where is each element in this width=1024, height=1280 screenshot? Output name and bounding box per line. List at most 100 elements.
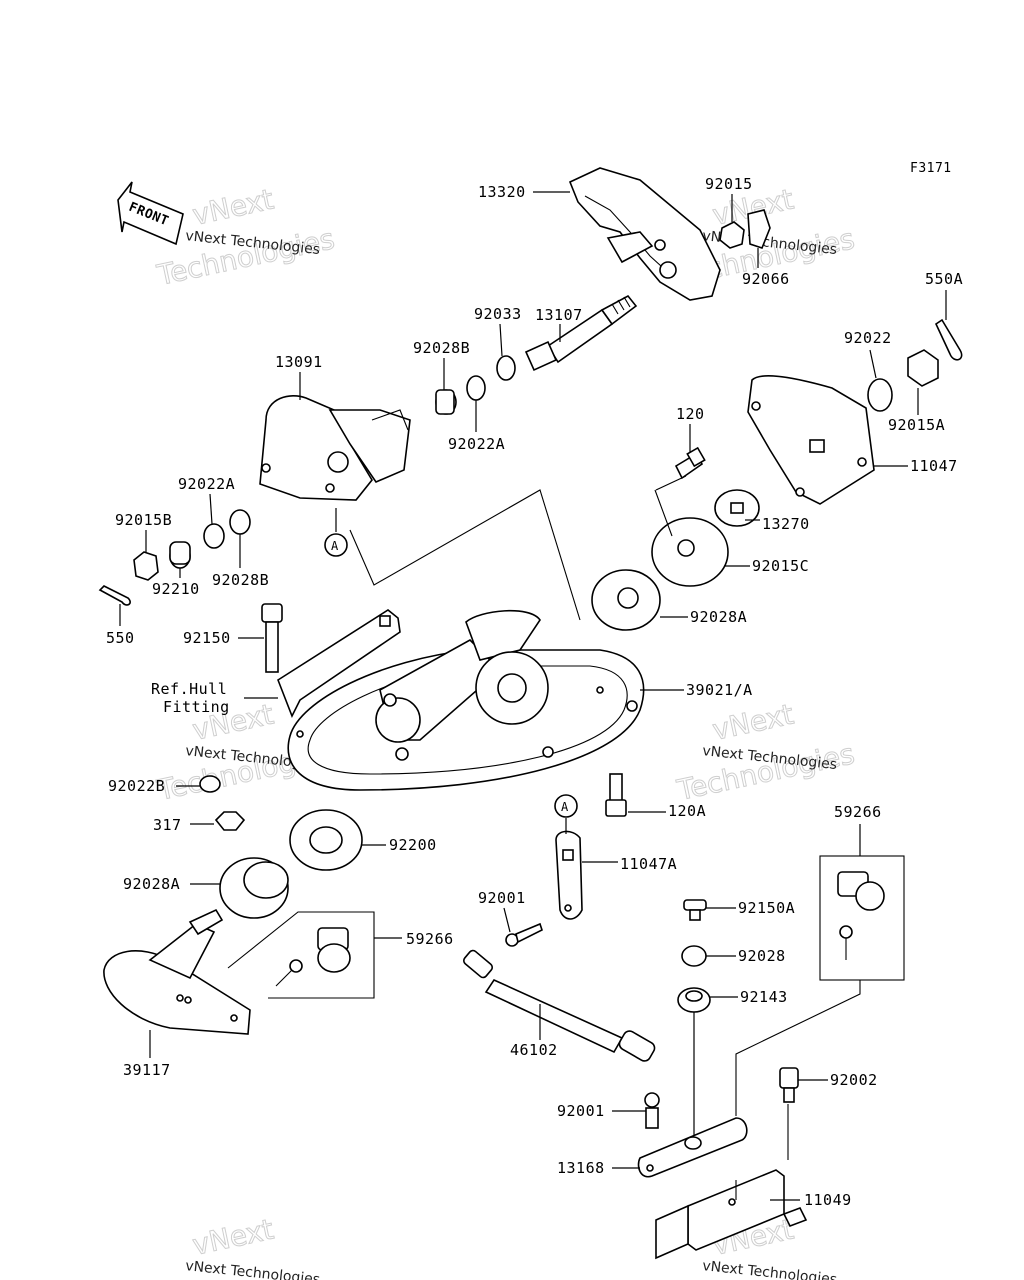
- plate-11047A: [555, 830, 583, 920]
- ball-joint-59266: [837, 871, 885, 960]
- ball-joint-59266: [275, 927, 351, 987]
- part-label: 92022: [844, 329, 892, 347]
- hull-fitting-bracket: [277, 609, 401, 718]
- bracket-59266-box: [819, 855, 905, 981]
- bolt-92150: [261, 603, 283, 673]
- handle-cover-13320: [568, 167, 721, 301]
- watermark-brand: vNext: [190, 1213, 277, 1262]
- bolt-120A: [605, 773, 627, 817]
- part-label: 59266: [406, 930, 454, 948]
- part-label: 92150A: [738, 899, 795, 917]
- part-label: 13270: [762, 515, 810, 533]
- part-label: 11047: [910, 457, 958, 475]
- part-label: 92066: [742, 270, 790, 288]
- part-label: 92015: [705, 175, 753, 193]
- nut-92015A: [907, 349, 939, 387]
- bushing-92028A: [591, 569, 661, 631]
- bracket-59266: [227, 911, 375, 999]
- callout-a-circle: [324, 533, 348, 557]
- part-label: 13320: [478, 183, 526, 201]
- part-label: 92022A: [178, 475, 235, 493]
- bolt-92002: [779, 1067, 799, 1103]
- steering-arm-11047: [747, 375, 875, 505]
- part-label: 92015C: [752, 557, 809, 575]
- part-label: 92015A: [888, 416, 945, 434]
- part-label: 59266: [834, 803, 882, 821]
- cotter-pin-550: [98, 585, 131, 606]
- spacer-92143: [677, 987, 711, 1013]
- callout-a: A: [561, 800, 569, 814]
- part-label: 92028B: [212, 571, 269, 589]
- bracket-11049: [655, 1169, 808, 1260]
- washer-92022: [867, 378, 893, 412]
- part-label: 92200: [389, 836, 437, 854]
- ref-label: Ref.Hull: [151, 680, 227, 698]
- bolt-120: [674, 446, 706, 480]
- steering-housing-13091: [259, 395, 411, 501]
- watermark-small: vNext Technologies: [185, 1258, 321, 1280]
- damper-92015C: [651, 517, 729, 587]
- part-label: 92015B: [115, 511, 172, 529]
- hull-fitting-39021A: [287, 609, 645, 791]
- ball-stud-92001: [505, 922, 543, 947]
- plate-13270: [714, 489, 760, 527]
- watermark-brand: vNext: [710, 698, 797, 747]
- part-label: 11049: [804, 1191, 852, 1209]
- bolt-92150A: [683, 899, 707, 921]
- part-label: 92001: [557, 1102, 605, 1120]
- cotter-pin-550A: [934, 318, 963, 361]
- part-label: 92028B: [413, 339, 470, 357]
- washer-92022A: [466, 375, 486, 401]
- callout-a: A: [331, 539, 339, 553]
- bracket-tab: [379, 615, 391, 627]
- steering-rod-46102: [462, 949, 656, 1062]
- part-label: 92028: [738, 947, 786, 965]
- part-label: 92143: [740, 988, 788, 1006]
- part-label: 92033: [474, 305, 522, 323]
- part-label: 120: [676, 405, 705, 423]
- part-label: 92028A: [123, 875, 180, 893]
- part-label: 92001: [478, 889, 526, 907]
- front-arrow-icon: FRONT: [117, 181, 184, 246]
- part-label: 120A: [668, 802, 706, 820]
- part-label: 92028A: [690, 608, 747, 626]
- part-label: 317: [153, 816, 182, 834]
- bushing-92028A: [219, 857, 289, 919]
- part-label: 39117: [123, 1061, 171, 1079]
- washer-92022B: [199, 775, 221, 793]
- part-label: 13091: [275, 353, 323, 371]
- bushing-92028B: [435, 389, 457, 415]
- lever-13168: [637, 1117, 748, 1178]
- part-label: 92002: [830, 1071, 878, 1089]
- part-label: 11047A: [620, 855, 677, 873]
- figure-code: F3171: [910, 161, 952, 176]
- part-label: 92210: [152, 580, 200, 598]
- washer-92022A: [203, 523, 225, 549]
- part-label: 13168: [557, 1159, 605, 1177]
- steering-arm-39117: [103, 908, 251, 1035]
- part-label: 92150: [183, 629, 231, 647]
- nut-92015B: [133, 551, 159, 581]
- circlip-92033: [496, 355, 516, 381]
- steering-shaft-13107: [524, 294, 638, 372]
- part-label: 550: [106, 629, 135, 647]
- part-label: 13107: [535, 306, 583, 324]
- part-label: 39021/A: [686, 681, 753, 699]
- part-label: 92022A: [448, 435, 505, 453]
- watermark-small: vNext Technologies: [702, 1258, 838, 1280]
- watermark-brand: vNext: [190, 183, 277, 232]
- nut-92015: [719, 209, 771, 249]
- bushing-92028B: [229, 509, 251, 535]
- ref-label: Fitting: [163, 698, 230, 716]
- part-label: 550A: [925, 270, 963, 288]
- callout-a-circle: [554, 794, 578, 818]
- part-label: 92022B: [108, 777, 165, 795]
- collar-92028: [681, 945, 707, 967]
- nut-317: [214, 811, 246, 831]
- grommet-92210: [169, 541, 191, 569]
- ball-stud-92001: [644, 1092, 660, 1129]
- part-label: 46102: [510, 1041, 558, 1059]
- seal-92200: [289, 809, 363, 871]
